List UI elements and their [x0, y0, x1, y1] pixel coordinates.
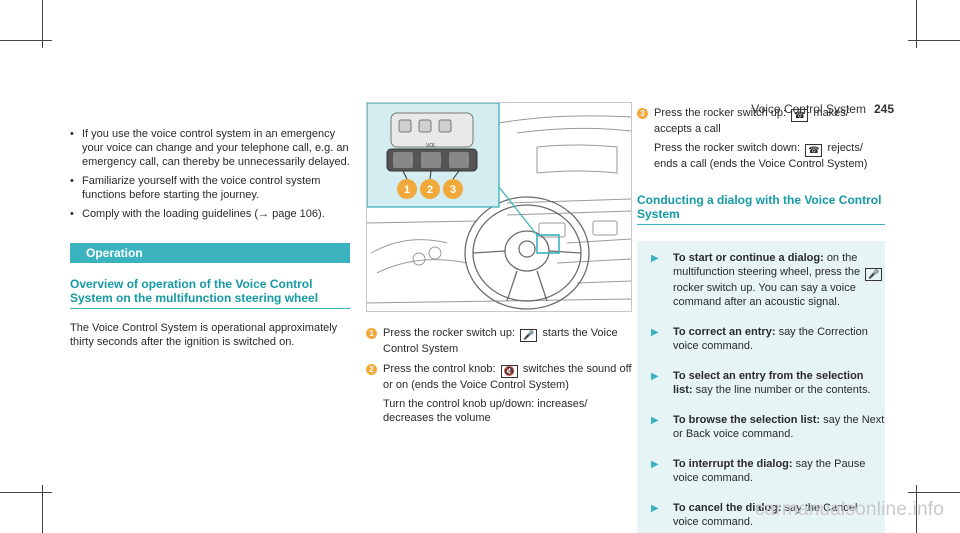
crop-mark — [908, 40, 960, 41]
steering-wheel-illustration: VOL 1 2 3 — [366, 102, 632, 312]
callout-number: 3 — [637, 108, 648, 119]
step-text: say the Next or Back voice command. — [673, 414, 885, 440]
step-item: ▶ To select an entry from the selection … — [651, 369, 885, 397]
step-label: To cancel the dialog: — [673, 502, 782, 514]
step-label: To correct an entry: — [673, 326, 776, 338]
item-text: Press the rocker switch up: — [383, 327, 516, 339]
step-text: say the Correction voice command. — [673, 326, 868, 352]
item-text: Press the rocker switch down: — [654, 142, 801, 154]
item-text: switches the sound off or on (ends the V… — [383, 363, 632, 391]
step-text: on the multifunction steering wheel, pre… — [673, 252, 861, 278]
arrow-icon: ▶ — [651, 327, 659, 338]
item-text: Press the rocker switch up: — [654, 107, 787, 119]
step-text: say the line number or the contents. — [695, 384, 871, 396]
step-text: say the Pause voice command. — [673, 458, 866, 484]
callout-2: 2 — [427, 184, 433, 196]
page-number: 245 — [873, 102, 894, 116]
step-item: ▶ To browse the selection list: say the … — [651, 413, 885, 441]
crop-mark — [0, 40, 52, 41]
left-column: If you use the voice control system in a… — [70, 127, 350, 349]
step-label: To interrupt the dialog: — [673, 458, 793, 470]
right-column: 3 Press the rocker switch up: ☎ makes/ a… — [637, 106, 885, 533]
phone-accept-icon: ☎ — [791, 109, 809, 122]
step-text: say the Cancel voice command. — [673, 502, 858, 528]
mute-icon: 🔇 — [500, 365, 518, 378]
callout-3: 3 — [450, 184, 456, 196]
item-text: starts the Voice Control System — [383, 327, 618, 355]
callout-description-1: 1 Press the rocker switch up: 🎤 starts t… — [366, 326, 632, 356]
phone-reject-icon: ☎ — [805, 144, 823, 157]
item-text: rejects/ ends a call (ends the Voice Con… — [654, 142, 868, 170]
crop-mark — [916, 485, 917, 533]
watermark: carmanualsonline.info — [754, 499, 944, 520]
step-label: To select an entry from the selection li… — [673, 370, 864, 396]
crop-mark — [0, 492, 52, 493]
crop-mark — [42, 485, 43, 533]
vol-label: VOL — [426, 143, 436, 149]
callout-description-3: 3 Press the rocker switch up: ☎ makes/ a… — [637, 106, 885, 171]
step-item: ▶ To correct an entry: say the Correctio… — [651, 325, 885, 353]
callout-1: 1 — [404, 184, 410, 196]
callout-description-2: 2 Press the control knob: 🔇 switches the… — [366, 362, 632, 425]
step-text: rocker switch up. You can say a voice co… — [673, 282, 856, 308]
callout-number: 2 — [366, 364, 377, 375]
callout-number: 1 — [366, 328, 377, 339]
arrow-icon: ▶ — [651, 253, 659, 264]
step-label: To browse the selection list: — [673, 414, 821, 426]
step-item: ▶ To cancel the dialog: say the Cancel v… — [651, 501, 885, 529]
bullet-text: Comply with the loading guidelines (→ pa… — [82, 208, 325, 220]
bullet-item: If you use the voice control system in a… — [70, 127, 350, 169]
item-subtext: Turn the control knob up/down: increases… — [383, 398, 588, 424]
arrow-icon: ▶ — [651, 459, 659, 470]
crop-mark — [916, 0, 917, 48]
step-item: ▶ To interrupt the dialog: say the Pause… — [651, 457, 885, 485]
microphone-icon: 🎤 — [520, 329, 538, 342]
subheading: Conducting a dialog with the Voice Contr… — [637, 193, 885, 225]
arrow-icon: ▶ — [651, 371, 659, 382]
step-label: To start or continue a dialog: — [673, 252, 824, 264]
bullet-item: Familiarize yourself with the voice cont… — [70, 174, 350, 202]
header-title: Voice Control System — [751, 102, 866, 116]
subheading: Overview of operation of the Voice Contr… — [70, 277, 350, 309]
item-text: Press the control knob: — [383, 363, 496, 375]
item-text: makes/ accepts a call — [654, 107, 849, 135]
bullet-item: Comply with the loading guidelines (→ pa… — [70, 207, 350, 221]
arrow-icon: ▶ — [651, 415, 659, 426]
instruction-steps: ▶ To start or continue a dialog: on the … — [637, 241, 885, 533]
section-heading: Operation — [70, 243, 350, 263]
crop-mark — [42, 0, 43, 48]
running-header: Voice Control System 245 — [751, 102, 894, 116]
microphone-icon: 🎤 — [865, 268, 883, 281]
arrow-icon: ▶ — [651, 503, 659, 514]
paragraph: The Voice Control System is operational … — [70, 322, 338, 348]
crop-mark — [908, 492, 960, 493]
step-item: ▶ To start or continue a dialog: on the … — [651, 251, 885, 309]
middle-column: VOL 1 2 3 1 Press the rocker switch up: … — [366, 102, 632, 431]
